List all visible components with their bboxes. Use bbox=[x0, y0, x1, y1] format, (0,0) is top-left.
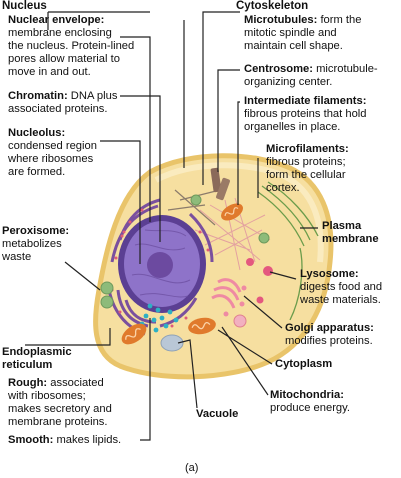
intermediate-filaments-term: Intermediate filaments: bbox=[244, 95, 367, 107]
microtubules-rest: form the bbox=[317, 14, 362, 26]
centrosome-shape bbox=[210, 167, 230, 201]
vesicle-shape bbox=[233, 314, 247, 328]
chromatin-label: Chromatin: DNA plus associated proteins. bbox=[8, 90, 117, 116]
er-line-1: Endoplasmic bbox=[2, 346, 72, 358]
nuclear-envelope-label: Nuclear envelope: membrane enclosing the… bbox=[8, 14, 134, 79]
smooth-er-shape bbox=[139, 303, 179, 333]
mitochondria-shapes bbox=[121, 203, 243, 345]
smooth-er-rest: makes lipids. bbox=[53, 434, 122, 446]
peroxisome-line-2: waste bbox=[2, 251, 32, 263]
nucleolus-line-1: condensed region bbox=[8, 140, 97, 152]
centrosome-term: Centrosome: bbox=[244, 63, 313, 75]
lysosome-label: Lysosome: digests food and waste materia… bbox=[300, 268, 382, 307]
figure-caption: (a) bbox=[185, 462, 199, 474]
smooth-er-term: Smooth: bbox=[8, 434, 54, 446]
mitochondria-term: Mitochondria: bbox=[270, 389, 344, 401]
microtubules-line-2: maintain cell shape. bbox=[244, 40, 343, 52]
centrosome-line-1: organizing center. bbox=[244, 76, 333, 88]
plasma-membrane-line-2: membrane bbox=[322, 233, 379, 245]
mitochondria-line-1: produce energy. bbox=[270, 402, 351, 414]
lysosome-term: Lysosome: bbox=[300, 268, 359, 280]
vacuole-shape bbox=[160, 334, 184, 352]
cytoplasm-label: Cytoplasm bbox=[275, 358, 333, 370]
golgi-term: Golgi apparatus: bbox=[285, 322, 374, 334]
intermediate-filaments-line-2: organelles in place. bbox=[244, 121, 341, 133]
peroxisome-line-1: metabolizes bbox=[2, 238, 62, 250]
nucleus-shape bbox=[118, 215, 206, 313]
cytoskeleton-heading: Cytoskeleton bbox=[236, 0, 309, 12]
er-line-2: reticulum bbox=[2, 359, 53, 371]
rough-er-line-3: membrane proteins. bbox=[8, 416, 108, 428]
nucleolus-line-2: where ribosomes bbox=[8, 153, 94, 165]
microtubules-shape bbox=[167, 189, 221, 226]
microfilaments-line-1: fibrous proteins; bbox=[266, 156, 346, 168]
lysosome-line-2: waste materials. bbox=[300, 294, 381, 306]
microfilaments-line-3: cortex. bbox=[266, 182, 300, 194]
golgi-shape bbox=[211, 278, 247, 317]
lysosome-line-1: digests food and bbox=[300, 281, 383, 293]
rough-er-term: Rough: bbox=[8, 377, 48, 389]
vacuole-label: Vacuole bbox=[196, 408, 239, 420]
microtubules-term: Microtubules: bbox=[244, 14, 318, 26]
nuclear-envelope-term: Nuclear envelope: bbox=[8, 14, 105, 26]
chromatin-line-1: associated proteins. bbox=[8, 103, 108, 115]
lysosome-shapes bbox=[246, 258, 273, 304]
rough-er-line-2: makes secretory and bbox=[8, 403, 112, 415]
peroxisome-shapes bbox=[100, 194, 270, 309]
peroxisome-term: Peroxisome: bbox=[2, 225, 70, 237]
leader-lines bbox=[25, 11, 318, 441]
endoplasmic-reticulum-label: Endoplasmic reticulum bbox=[2, 346, 72, 372]
mitochondria-label: Mitochondria: produce energy. bbox=[270, 389, 350, 415]
rough-er-line-1: with ribosomes; bbox=[8, 390, 86, 402]
rough-er-rest: associated bbox=[47, 377, 104, 389]
rough-er-label: Rough: associated with ribosomes; makes … bbox=[8, 377, 112, 429]
chromatin-term: Chromatin: bbox=[8, 90, 68, 102]
nucleolus-line-3: are formed. bbox=[8, 166, 66, 178]
nucleus-heading: Nucleus bbox=[2, 0, 47, 12]
microfilaments-label: Microfilaments: fibrous proteins; form t… bbox=[266, 143, 349, 195]
intermediate-filaments-label: Intermediate filaments: fibrous proteins… bbox=[244, 95, 367, 134]
microfilaments-term: Microfilaments: bbox=[266, 143, 349, 155]
chromatin-rest: DNA plus bbox=[67, 90, 118, 102]
microfilaments-line-2: form the cellular bbox=[266, 169, 346, 181]
nucleolus-term: Nucleolus: bbox=[8, 127, 66, 139]
plasma-membrane-label: Plasma membrane bbox=[322, 220, 379, 246]
microtubules-label: Microtubules: form the mitotic spindle a… bbox=[244, 14, 362, 53]
smooth-er-label: Smooth: makes lipids. bbox=[8, 434, 121, 447]
microfilaments-shape bbox=[257, 181, 319, 321]
intermediate-filaments-line-1: fibrous proteins that hold bbox=[244, 108, 367, 120]
golgi-line-1: modifies proteins. bbox=[285, 335, 373, 347]
nucleolus-label: Nucleolus: condensed region where riboso… bbox=[8, 127, 97, 179]
golgi-label: Golgi apparatus: modifies proteins. bbox=[285, 322, 374, 348]
plasma-membrane-line-1: Plasma bbox=[322, 220, 362, 232]
nuclear-envelope-line-2: the nucleus. Protein-lined bbox=[8, 40, 135, 52]
centrosome-rest: microtubule- bbox=[313, 63, 378, 75]
peroxisome-label: Peroxisome: metabolizes waste bbox=[2, 225, 69, 264]
nuclear-envelope-line-4: move in and out. bbox=[8, 66, 91, 78]
centrosome-label: Centrosome: microtubule- organizing cent… bbox=[244, 63, 378, 89]
nuclear-envelope-line-3: pores allow material to bbox=[8, 53, 120, 65]
nucleolus-shape bbox=[147, 252, 173, 278]
nuclear-envelope-line-1: membrane enclosing bbox=[8, 27, 112, 39]
microtubules-line-1: mitotic spindle and bbox=[244, 27, 337, 39]
